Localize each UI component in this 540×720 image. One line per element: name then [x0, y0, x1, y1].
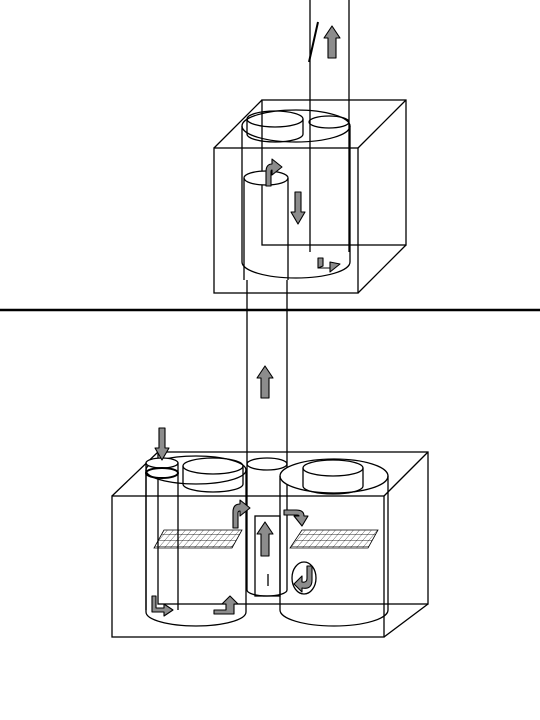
flow-arrow-curve-icon — [232, 499, 251, 529]
flow-arrow-up-icon — [256, 365, 274, 399]
flow-arrow-elbow-icon — [213, 595, 239, 615]
flow-arrow-down-icon — [290, 191, 306, 225]
flow-arrow-curve-icon — [283, 509, 309, 527]
filter-screen-left — [153, 529, 243, 549]
flow-arrow-down-icon — [154, 427, 170, 461]
lower-box-back — [157, 451, 429, 605]
flow-arrow-curve-icon — [265, 158, 283, 187]
exhaust-stack — [308, 0, 350, 116]
flow-arrow-elbow-icon — [317, 257, 341, 273]
flow-arrow-elbow-icon — [151, 595, 174, 617]
filter-screen-right — [289, 529, 379, 549]
lower-box-front — [111, 495, 385, 638]
center-duct — [254, 515, 281, 597]
flow-arrow-up-icon — [323, 25, 341, 59]
damper-mark — [308, 21, 319, 63]
flow-arrow-up-icon — [256, 521, 274, 557]
lower-chamber — [111, 427, 429, 638]
flow-arrow-swirl-icon — [293, 565, 313, 593]
upper-chamber — [213, 99, 407, 294]
riser-pipe — [246, 280, 288, 580]
upper-box-front — [213, 147, 359, 294]
